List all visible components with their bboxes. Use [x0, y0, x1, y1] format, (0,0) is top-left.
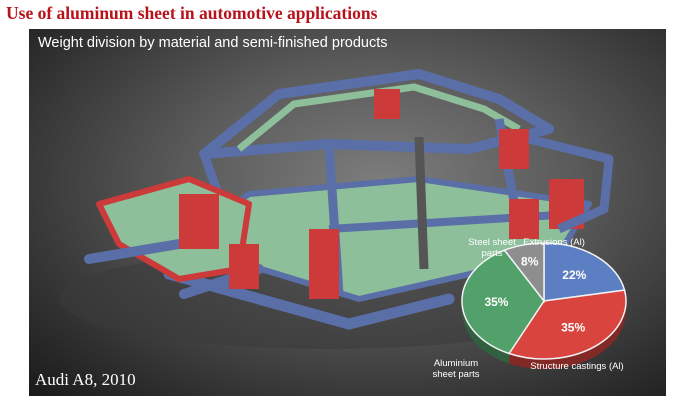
- pie-category-label-1: Structure castings (Al): [530, 361, 623, 372]
- pie-side-2: [462, 301, 510, 364]
- pie-slice-3: [503, 242, 545, 304]
- figure-caption: Audi A8, 2010: [35, 370, 136, 389]
- figure-image: Weight division by material and semi-fin…: [29, 29, 666, 396]
- pie-value-label-2: 35%: [484, 295, 508, 309]
- pie-value-label-0: 22%: [562, 268, 586, 282]
- pie-side-1: [509, 301, 626, 369]
- weight-pie-chart: 22% 35% 35% 8% Extrusions (Al) Structure cast…: [433, 237, 627, 380]
- pie-value-label-3: 8%: [521, 255, 539, 269]
- pie-category-label-0: Extrusions (Al): [523, 237, 585, 248]
- pie-slice-0: [543, 242, 626, 302]
- pie-slice-2: [461, 249, 545, 355]
- pie-slice-1: [507, 289, 627, 360]
- pie-value-label-1: 35%: [561, 321, 585, 335]
- figure-subtitle: Weight division by material and semi-fin…: [38, 35, 388, 51]
- page-title: Use of aluminum sheet in automotive appl…: [6, 3, 378, 23]
